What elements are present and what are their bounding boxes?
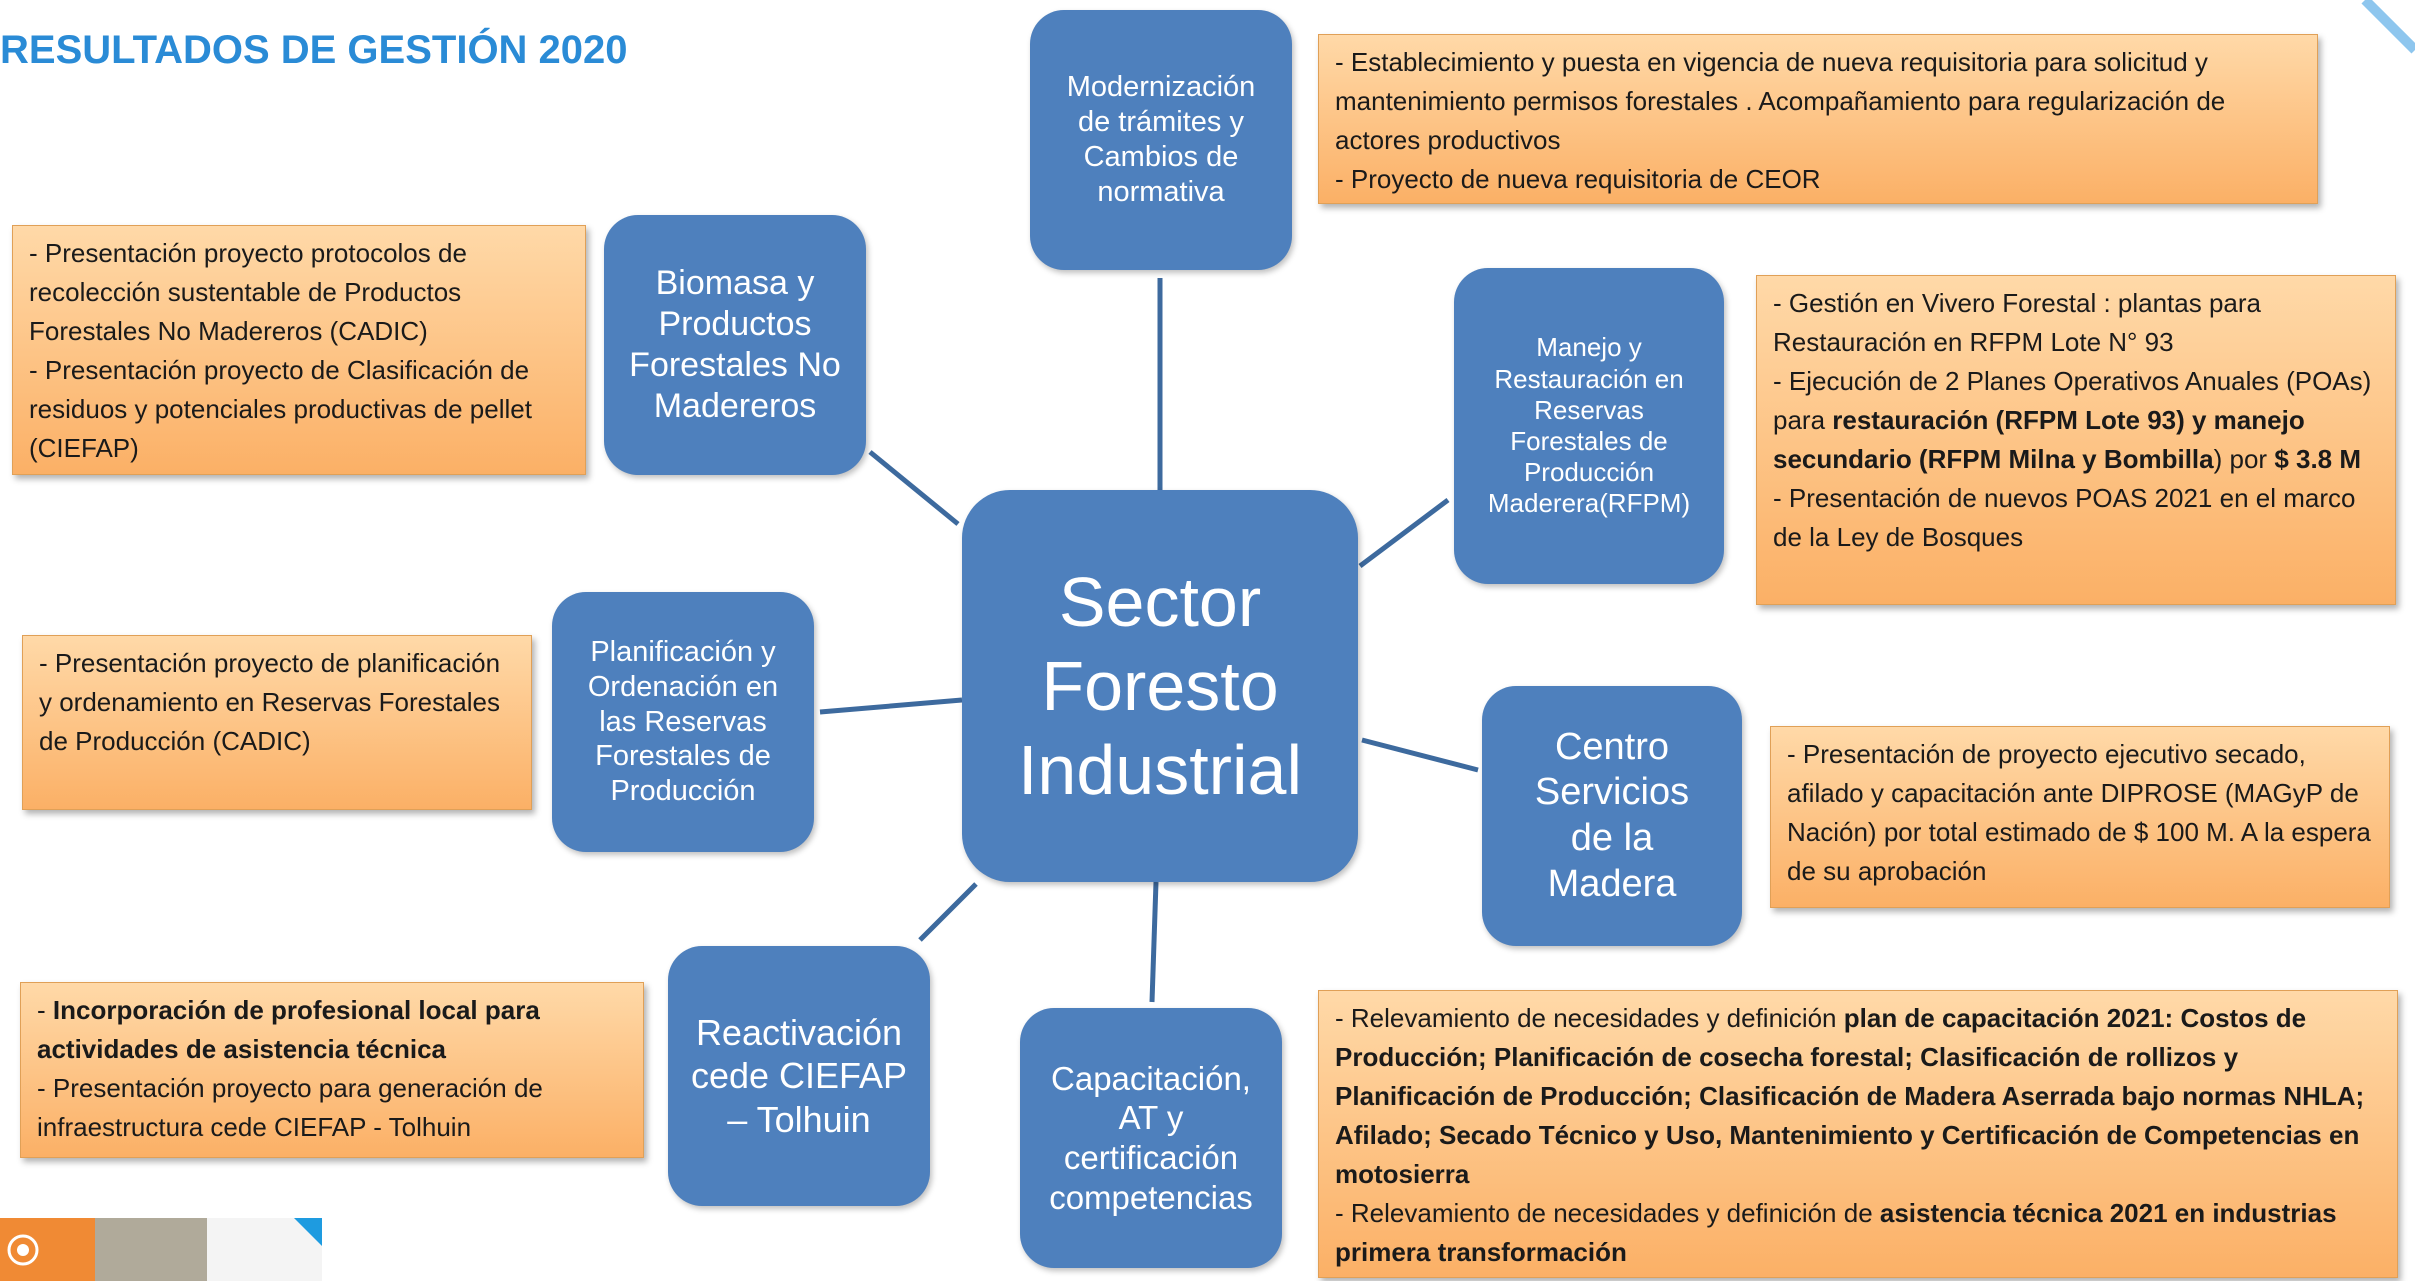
footer-logo xyxy=(0,1218,322,1281)
connector-biomasa xyxy=(868,450,960,526)
connector-planificacion xyxy=(819,697,963,715)
box-capacitacion: - Relevamiento de necesidades y definici… xyxy=(1318,990,2398,1278)
box-biomasa: - Presentación proyecto protocolos de re… xyxy=(12,225,586,475)
node-centro: Centro Servicios de la Madera xyxy=(1482,686,1742,946)
node-modernizacion: Modernización de trámites y Cambios de n… xyxy=(1030,10,1292,270)
center-label: Sector Foresto Industrial xyxy=(1017,563,1303,809)
box-planificacion: - Presentación proyecto de planificación… xyxy=(22,635,532,810)
center-node: Sector Foresto Industrial xyxy=(962,490,1358,882)
corner-decoration xyxy=(2361,0,2415,54)
node-manejo: Manejo y Restauración en Reservas Forest… xyxy=(1454,268,1724,584)
box-reactivacion: - Incorporación de profesional local par… xyxy=(20,982,644,1158)
box-modernizacion: - Establecimiento y puesta en vigencia d… xyxy=(1318,34,2318,204)
connector-reactivacion xyxy=(918,882,978,942)
province-seal-icon xyxy=(7,1234,39,1265)
node-planificacion: Planificación y Ordenación en las Reserv… xyxy=(552,592,814,852)
connector-capacitacion xyxy=(1149,881,1159,1003)
node-reactivacion: Reactivación cede CIEFAP – Tolhuin xyxy=(668,946,930,1206)
connector-manejo xyxy=(1358,498,1450,568)
node-capacitacion: Capacitación, AT y certificación compete… xyxy=(1020,1008,1282,1268)
page-title: RESULTADOS DE GESTIÓN 2020 xyxy=(0,28,628,72)
box-centro: - Presentación de proyecto ejecutivo sec… xyxy=(1770,726,2390,908)
connector-centro xyxy=(1361,737,1479,773)
box-manejo: - Gestión en Vivero Forestal : plantas p… xyxy=(1756,275,2396,605)
node-biomasa: Biomasa y Productos Forestales No Madere… xyxy=(604,215,866,475)
